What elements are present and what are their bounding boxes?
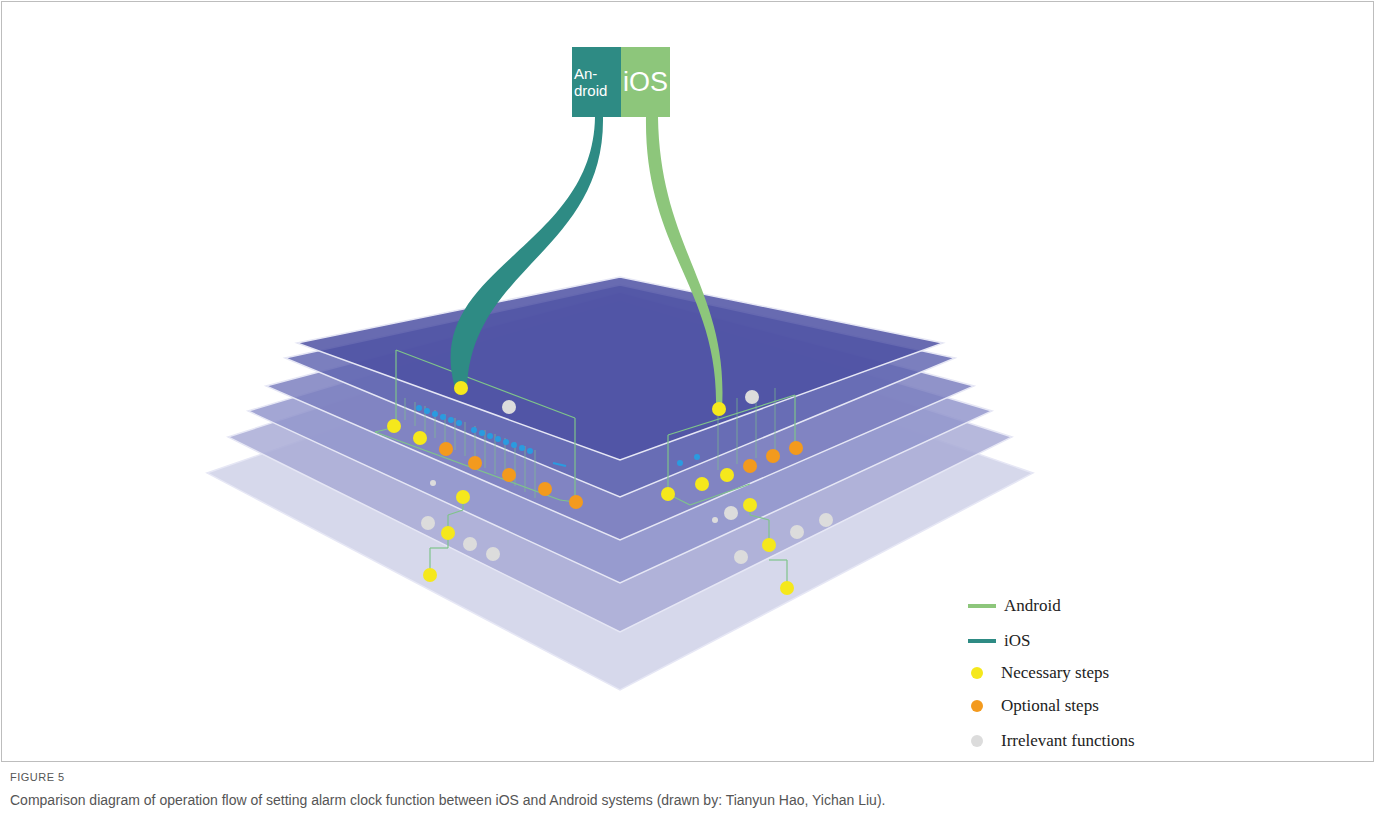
flow-tick [515,442,516,486]
legend-entry: iOS [968,630,1030,652]
legend-text: Irrelevant functions [1001,731,1135,751]
flow-wire [396,350,575,418]
step-dot [661,487,675,501]
step-dot [424,408,430,414]
step-dot [724,506,738,520]
step-dot [471,427,477,433]
system-box: An- droid [572,47,621,117]
flow-tick [525,446,526,492]
step-dot [454,381,468,395]
legend-entry: Optional steps [968,695,1099,717]
step-dot [421,516,435,530]
flow-tick [775,388,776,452]
step-dot [416,405,422,411]
legend-entry: Irrelevant functions [968,730,1135,752]
legend-text: Android [1004,596,1061,616]
flow-wire [448,510,463,515]
step-dot [789,441,803,455]
step-dot [762,538,776,552]
step-dot [456,420,462,426]
legend-line [968,604,996,608]
flow-wire [750,515,769,520]
step-dot [423,568,437,582]
system-box: iOS [621,47,670,117]
step-dot [819,513,833,527]
step-dot [502,468,516,482]
step-dot [495,436,501,442]
flow-tick [405,398,406,420]
flow-wire [574,418,575,502]
flow-tick [485,430,486,468]
step-dot [440,414,446,420]
step-dot [468,456,482,470]
layer-plane [297,277,943,460]
legend-swatch [971,700,983,712]
figure-number: FIGURE 5 [10,771,65,783]
step-dot [441,526,455,540]
step-dot [479,430,485,436]
flow-tick [415,402,416,426]
flow-wire [430,547,448,548]
step-dot [502,400,516,414]
figure-frame [2,2,1374,762]
step-dot [486,547,500,561]
legend-entry: Android [968,595,1061,617]
step-dot [695,477,709,491]
legend-swatch [971,667,983,679]
flow-tick [465,422,466,456]
step-dot [519,445,525,451]
step-dot [456,490,470,504]
ios-ribbon [451,117,603,388]
step-dot [511,442,517,448]
legend-text: Necessary steps [1001,663,1109,683]
step-dot [569,495,583,509]
step-dot [503,439,509,445]
android-ribbon [646,117,723,409]
step-dot [766,449,780,463]
flow-dash [553,463,566,466]
step-dot [745,390,759,404]
flow-wire [668,395,795,435]
step-dot [439,442,453,456]
step-dot [413,431,427,445]
step-dot [677,460,683,466]
flow-wire [769,559,787,560]
legend-entry: Necessary steps [968,662,1109,684]
step-dot [712,517,718,523]
flow-tick [535,450,536,498]
step-dot [430,480,436,486]
system-name: An- droid [574,65,619,100]
step-dot [720,468,734,482]
step-dot [463,537,477,551]
step-dot [734,550,748,564]
legend-swatch [971,735,983,747]
step-dot [694,454,700,460]
legend-text: iOS [1004,631,1030,651]
step-dot [780,581,794,595]
step-dot [487,433,493,439]
legend-line [968,639,996,643]
step-dot [527,448,533,454]
flow-wire [375,432,560,500]
step-dot [538,482,552,496]
flow-wire [667,435,668,494]
figure-caption: Comparison diagram of operation flow of … [10,792,885,808]
flow-wire [395,350,396,427]
step-dot [448,417,454,423]
step-dot [743,459,757,473]
step-dot [432,411,438,417]
flow-tick [737,398,738,464]
system-name: iOS [623,69,668,96]
step-dot [387,419,401,433]
step-dot [790,525,804,539]
flow-tick [455,418,456,450]
step-dot [712,402,726,416]
step-dot [743,498,757,512]
legend-text: Optional steps [1001,696,1099,716]
